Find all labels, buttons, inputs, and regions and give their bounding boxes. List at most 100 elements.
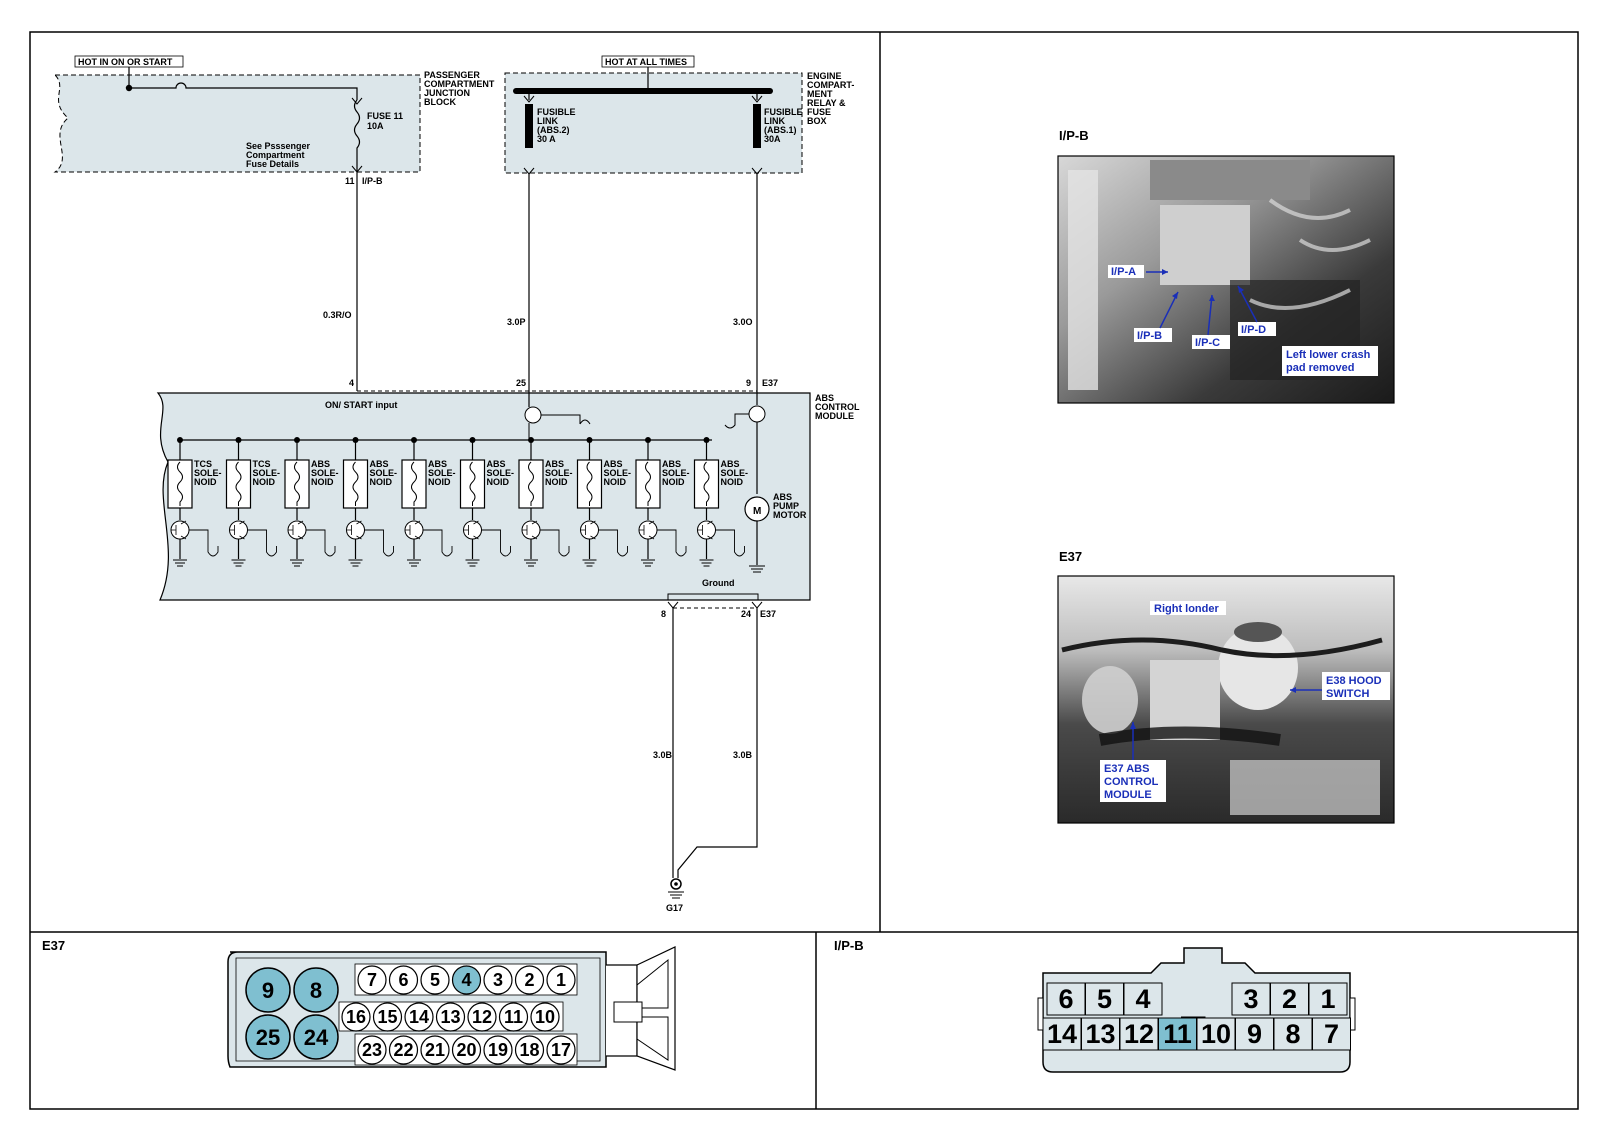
e37-pin-11: [498, 1002, 529, 1032]
ground-pin-8: 8: [661, 609, 666, 619]
e37-pin-7: [357, 965, 387, 995]
solenoid-label-9-1: ABS: [662, 459, 681, 469]
solenoid-label-8-3: NOID: [604, 477, 627, 487]
ipb-pin-label-7: 7: [1324, 1019, 1339, 1049]
e37-pin-label-2: 2: [524, 970, 534, 990]
ground-point-label: G17: [666, 903, 683, 913]
junction-label-4: BLOCK: [424, 97, 456, 107]
ipb-pin-4: [1123, 982, 1163, 1016]
ipb-connector-title: I/P-B: [834, 938, 864, 953]
callout-ipb: I/P-B: [1137, 330, 1162, 342]
fuse-note-2: Compartment: [246, 150, 305, 160]
e37-pin-label-1: 1: [556, 970, 566, 990]
e37-pin-label-18: 18: [519, 1040, 539, 1060]
ipb-location-photo: [1057, 155, 1395, 404]
pump-label-2: PUMP: [773, 501, 799, 511]
e37-pin-20: [451, 1035, 482, 1065]
junction-label-1: PASSENGER: [424, 70, 480, 80]
e37-pin-9: [245, 967, 291, 1013]
ipb-pin-11: [1158, 1017, 1197, 1051]
ground-pin-24: 24: [741, 609, 751, 619]
solenoid-label-10-3: NOID: [721, 477, 744, 487]
solenoid-label-8-1: ABS: [604, 459, 623, 469]
solenoid-label-7-2: SOLE-: [545, 468, 573, 478]
callout-fender: Right londer: [1154, 603, 1219, 615]
e37-pin-label-23: 23: [362, 1040, 382, 1060]
solenoid-5: [401, 459, 427, 509]
ipb-photo-title: I/P-B: [1059, 128, 1089, 143]
e37-pin-25: [245, 1014, 291, 1060]
relay-label-1: ENGINE: [807, 71, 842, 81]
e37-pin-label-25: 25: [256, 1025, 280, 1050]
solenoid-label-9-3: NOID: [662, 477, 685, 487]
ipb-pin-13: [1081, 1017, 1120, 1051]
e37-photo-title: E37: [1059, 549, 1082, 564]
solenoid-label-3-1: ABS: [311, 459, 330, 469]
e37-pin-label-11: 11: [504, 1007, 523, 1027]
fl1-text-3: (ABS.1): [764, 125, 797, 135]
solenoid-label-2-2: SOLE-: [253, 468, 281, 478]
fuse-note-3: Fuse Details: [246, 159, 299, 169]
e37-pin-label-3: 3: [493, 970, 503, 990]
ipb-conn-label: I/P-B: [362, 176, 383, 186]
wire-label-1: 0.3R/O: [323, 310, 352, 320]
e37-pin-label-19: 19: [488, 1040, 508, 1060]
solenoid-label-1-1: TCS: [194, 459, 212, 469]
ipb-pin-12: [1119, 1017, 1159, 1051]
motor-m: M: [753, 506, 761, 517]
supply-wires: [356, 174, 758, 391]
junction-label-3: JUNCTION: [424, 88, 470, 98]
supply-transistor: [524, 406, 542, 424]
ipb-pin-label-13: 13: [1085, 1019, 1115, 1049]
solenoid-9: [635, 459, 661, 509]
ground-symbol: [641, 559, 655, 567]
solenoid-label-2-1: TCS: [253, 459, 271, 469]
e37-pin-label-5: 5: [430, 970, 440, 990]
ground-symbol: [465, 559, 480, 567]
e37-pin-5: [420, 965, 450, 995]
e37-pin-24: [293, 1014, 339, 1060]
wire-label-5: 3.0B: [733, 750, 753, 760]
page-frame: [29, 31, 1579, 1110]
abs-control-module: 4 25 9 E37 ON/ START input ABS CONTROL M…: [156, 378, 860, 601]
solenoid-label-3-2: SOLE-: [311, 468, 339, 478]
fl1-text-2: LINK: [764, 116, 785, 126]
ground-symbol: [348, 559, 363, 567]
e37-pin-label-6: 6: [398, 970, 408, 990]
e37-pin-label-12: 12: [472, 1007, 492, 1027]
solenoid-10: [693, 459, 720, 509]
ground-symbol: [524, 559, 538, 567]
fl1-text-4: 30A: [764, 134, 781, 144]
solenoid-label-1-3: NOID: [194, 477, 217, 487]
fl2-text-2: LINK: [537, 116, 558, 126]
fuse-label-2: 10A: [367, 121, 384, 131]
module-label-1: ABS: [815, 393, 834, 403]
e37-pin-19: [483, 1035, 513, 1065]
ground-conn-e37: E37: [760, 609, 776, 619]
e37-pin-2: [514, 965, 545, 995]
wire-label-4: 3.0B: [653, 750, 673, 760]
ipb-pin-label-3: 3: [1243, 984, 1258, 1014]
solenoid-1: [167, 459, 193, 509]
e37-pin-6: [388, 965, 419, 995]
solenoid-2: [225, 459, 252, 509]
solenoid-label-4-1: ABS: [370, 459, 389, 469]
module-pin-4: 4: [349, 378, 354, 388]
ipb-pin-label-9: 9: [1247, 1019, 1262, 1049]
module-pin-25: 25: [516, 378, 526, 388]
e37-pin-label-8: 8: [310, 978, 322, 1003]
ipb-pin-label: 11: [345, 176, 355, 186]
module-label-2: CONTROL: [815, 402, 860, 412]
solenoid-8: [576, 459, 603, 509]
solenoid-label-5-2: SOLE-: [428, 468, 456, 478]
junction-label-2: COMPARTMENT: [424, 79, 495, 89]
solenoid-label-7-3: NOID: [545, 477, 568, 487]
pump-label-3: MOTOR: [773, 510, 807, 520]
solenoid-label-5-1: ABS: [428, 459, 447, 469]
e37-pin-label-16: 16: [346, 1007, 366, 1027]
hot-run-label: HOT IN ON OR START: [78, 57, 173, 67]
callout-ipc: I/P-C: [1195, 337, 1220, 349]
e37-pin-14: [404, 1002, 434, 1032]
